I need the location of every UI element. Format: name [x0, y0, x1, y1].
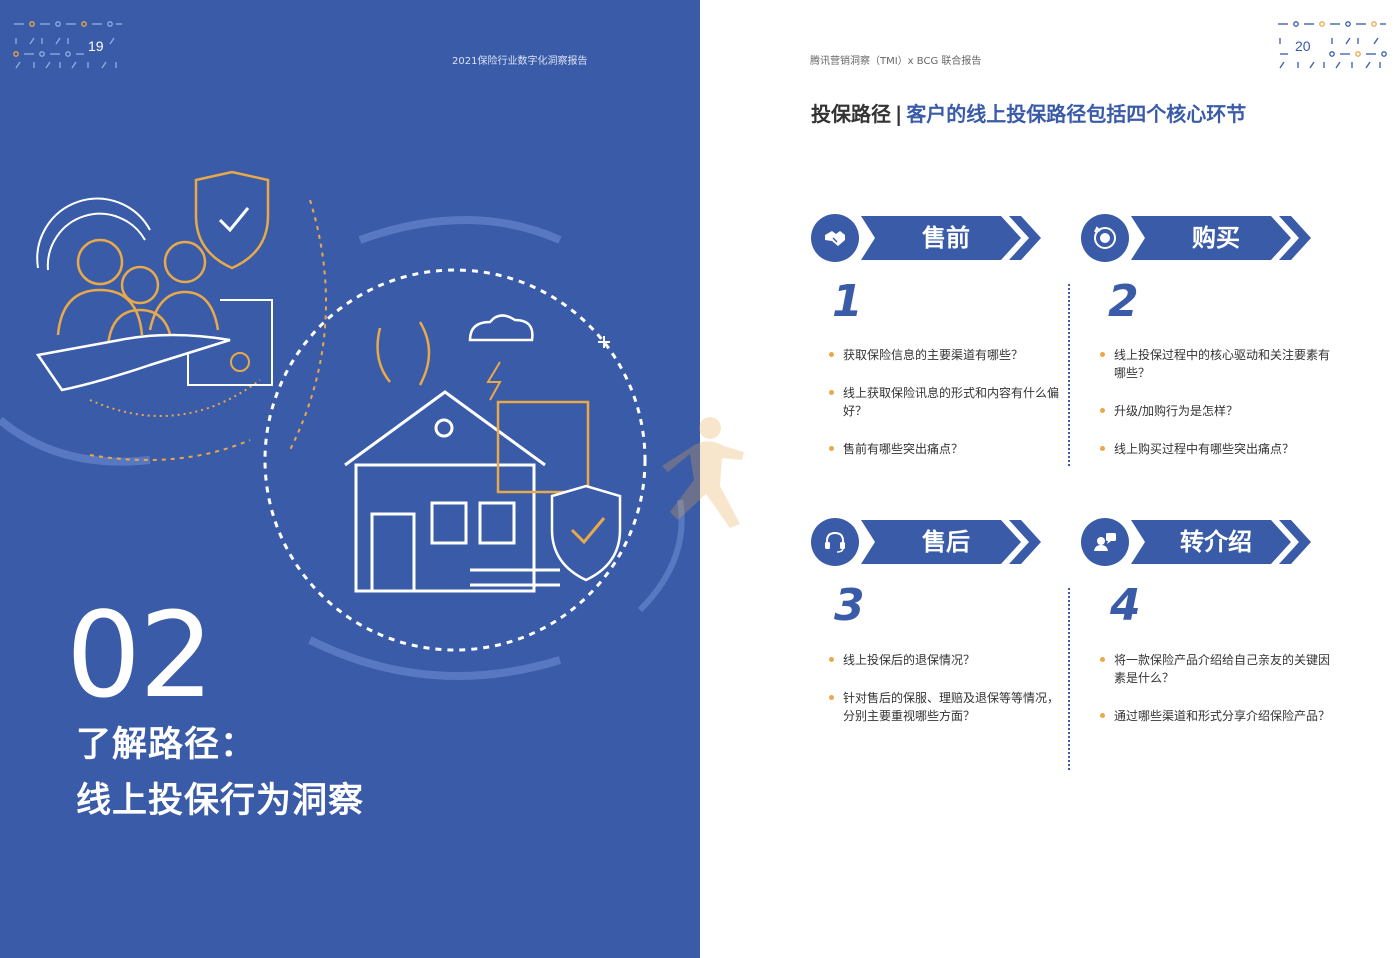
- stage-label: 售后: [922, 528, 970, 556]
- stage-label: 售前: [922, 224, 970, 252]
- dot-grid-decoration-right: [1278, 21, 1387, 69]
- list-item: 获取保险信息的主要渠道有哪些？: [829, 346, 1059, 364]
- question-list: 获取保险信息的主要渠道有哪些？ 线上获取保险讯息的形式和内容有什么偏好？ 售前有…: [829, 346, 1059, 478]
- heading-main: 客户的线上投保路径包括四个核心环节: [906, 102, 1247, 126]
- stage-number: 2: [1108, 276, 1139, 327]
- question-list: 线上投保后的退保情况？ 针对售后的保服、理赔及退保等等情况，分别主要重视哪些方面…: [829, 651, 1059, 745]
- stage-label: 购买: [1192, 224, 1240, 252]
- handshake-icon: [811, 214, 859, 262]
- question-list: 将一款保险产品介绍给自己亲友的关键因素是什么？ 通过哪些渠道和形式分享介绍保险产…: [1100, 651, 1330, 745]
- column-divider: [1068, 588, 1070, 770]
- stage-number: 3: [834, 580, 865, 631]
- heading-separator: |: [895, 102, 903, 126]
- page-heading: 投保路径|客户的线上投保路径包括四个核心环节: [811, 98, 1246, 127]
- headset-icon: [811, 518, 859, 566]
- list-item: 售前有哪些突出痛点？: [829, 440, 1059, 458]
- list-item: 针对售后的保服、理赔及退保等等情况，分别主要重视哪些方面？: [829, 689, 1059, 725]
- heading-prefix: 投保路径: [811, 102, 891, 126]
- list-item: 线上获取保险讯息的形式和内容有什么偏好？: [829, 384, 1059, 420]
- section-number: 02: [66, 586, 214, 724]
- column-divider: [1068, 284, 1070, 466]
- stage-number: 4: [1110, 580, 1141, 631]
- list-item: 将一款保险产品介绍给自己亲友的关键因素是什么？: [1100, 651, 1330, 687]
- list-item: 通过哪些渠道和形式分享介绍保险产品？: [1100, 707, 1330, 725]
- stage-label: 转介绍: [1180, 528, 1252, 556]
- report-header: 腾讯营销洞察（TMI）x BCG 联合报告: [810, 56, 982, 67]
- stage-arrow: 转介绍: [1131, 520, 1313, 564]
- list-item: 线上投保过程中的核心驱动和关注要素有哪些？: [1100, 346, 1330, 382]
- stage-arrow: 购买: [1131, 216, 1313, 260]
- list-item: 线上购买过程中有哪些突出痛点？: [1100, 440, 1330, 458]
- money-cycle-icon: [1081, 214, 1129, 262]
- insurance-illustration: [0, 170, 685, 680]
- list-item: 升级/加购行为是怎样？: [1100, 402, 1330, 420]
- dot-grid-decoration-left: [13, 21, 122, 69]
- referral-icon: [1081, 518, 1129, 566]
- stage-number: 1: [832, 276, 863, 327]
- page-number: 19: [88, 38, 104, 54]
- page-number: 20: [1295, 38, 1311, 54]
- section-title-line1: 了解路径：: [76, 725, 257, 765]
- section-title-line2: 线上投保行为洞察: [76, 781, 365, 821]
- stage-arrow: 售前: [861, 216, 1043, 260]
- list-item: 线上投保后的退保情况？: [829, 651, 1059, 669]
- question-list: 线上投保过程中的核心驱动和关注要素有哪些？ 升级/加购行为是怎样？ 线上购买过程…: [1100, 346, 1330, 478]
- left-page: 19 2021保险行业数字化洞察报告: [0, 0, 700, 958]
- stage-arrow: 售后: [861, 520, 1043, 564]
- report-header: 2021保险行业数字化洞察报告: [452, 56, 588, 67]
- right-page: 20 腾讯营销洞察（TMI）x BCG 联合报告 投保路径|客户的线上投保路径包…: [700, 0, 1400, 958]
- running-person-watermark: [662, 417, 744, 528]
